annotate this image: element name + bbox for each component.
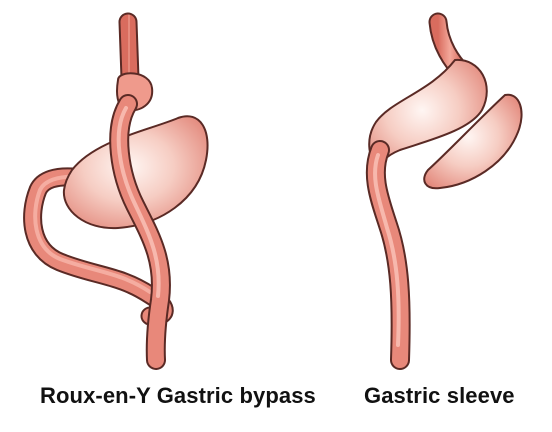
gastric-sleeve-illustration	[369, 22, 521, 360]
roux-en-y-illustration	[33, 22, 208, 360]
roux-en-y-label: Roux-en-Y Gastric bypass	[40, 383, 316, 409]
gastric-sleeve-label: Gastric sleeve	[364, 383, 515, 409]
